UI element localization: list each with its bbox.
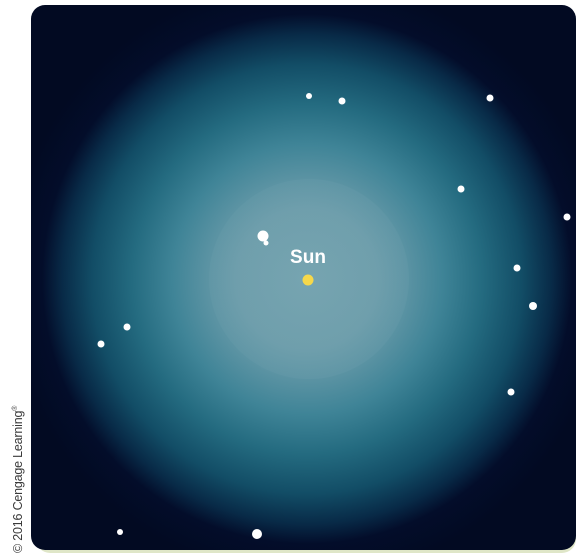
star xyxy=(117,529,123,535)
star xyxy=(513,264,521,272)
star xyxy=(338,97,346,105)
star xyxy=(486,94,494,102)
star xyxy=(457,185,465,193)
copyright-credit: © 2016 Cengage Learning® xyxy=(11,406,25,553)
registered-mark: ® xyxy=(11,405,19,411)
star xyxy=(97,340,105,348)
sun-label: Sun xyxy=(290,247,326,268)
star xyxy=(529,302,537,310)
star xyxy=(563,213,571,221)
star xyxy=(507,388,515,396)
star xyxy=(263,240,269,246)
star xyxy=(257,230,269,242)
star xyxy=(252,529,262,539)
star xyxy=(123,323,131,331)
credit-text: © 2016 Cengage Learning xyxy=(11,410,25,553)
sun-marker xyxy=(302,274,314,286)
star xyxy=(306,93,312,99)
